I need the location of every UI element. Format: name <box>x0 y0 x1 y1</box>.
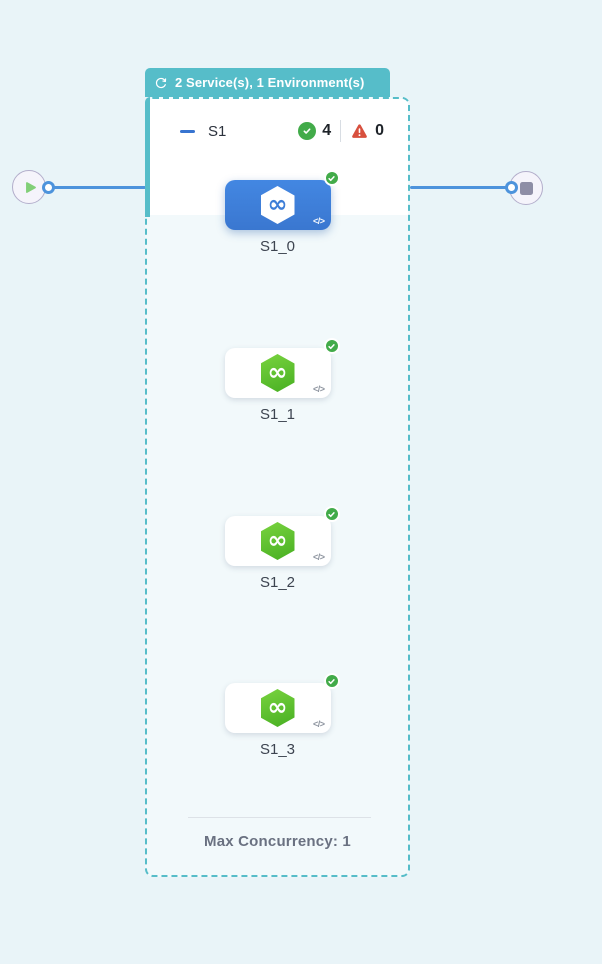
collapse-stage-toggle[interactable] <box>180 129 195 133</box>
infinity-glyph: ∞ <box>267 189 288 218</box>
count-divider <box>340 120 342 142</box>
max-concurrency-label: Max Concurrency: 1 <box>204 833 351 850</box>
stage-accent-bar <box>145 97 150 217</box>
stop-icon <box>519 181 533 195</box>
hexagon-infinity-icon: ∞ <box>260 689 295 727</box>
warning-triangle-icon <box>350 123 369 140</box>
stage-container: S1 4 0 ∞ <box>145 97 410 877</box>
step-label: S1_1 <box>259 406 296 423</box>
services-environments-badge[interactable]: 2 Service(s), 1 Environment(s) <box>145 68 390 97</box>
stage-name: S1 <box>208 122 227 140</box>
step-success-icon <box>323 338 340 354</box>
step-card-s1-2[interactable]: ∞ </> <box>224 506 340 566</box>
code-icon: </> <box>312 384 325 394</box>
step-success-icon <box>323 673 340 689</box>
hexagon-infinity-icon: ∞ <box>260 354 295 392</box>
services-environments-label: 2 Service(s), 1 Environment(s) <box>175 75 365 90</box>
code-icon: </> <box>312 719 325 729</box>
start-port-dot <box>42 181 55 194</box>
success-count: 4 <box>322 122 332 139</box>
step-success-icon <box>323 506 340 522</box>
pipeline-step: ∞ </> S1_1 <box>147 338 408 423</box>
code-icon: </> <box>312 552 325 562</box>
hexagon-infinity-icon: ∞ <box>260 186 295 224</box>
step-label: S1_2 <box>259 574 296 591</box>
step-label: S1_0 <box>259 238 296 255</box>
edge-stage-to-end <box>410 186 513 189</box>
edge-start-to-stage <box>47 186 146 189</box>
step-label: S1_3 <box>259 741 296 758</box>
end-port-dot <box>505 181 518 194</box>
step-card-s1-3[interactable]: ∞ </> <box>224 673 340 733</box>
start-node[interactable] <box>12 170 46 204</box>
pipeline-step: ∞ </> S1_0 <box>147 170 408 255</box>
footer-divider <box>188 817 371 818</box>
play-icon <box>24 181 37 194</box>
infinity-glyph: ∞ <box>267 357 288 386</box>
stage-title-row[interactable]: S1 4 0 <box>180 118 384 144</box>
step-success-icon <box>323 170 340 186</box>
error-count: 0 <box>375 122 384 139</box>
step-card-s1-0[interactable]: ∞ </> <box>224 170 340 230</box>
infinity-glyph: ∞ <box>267 525 288 554</box>
success-check-icon <box>298 122 317 140</box>
infinity-glyph: ∞ <box>267 692 288 721</box>
code-icon: </> <box>312 216 325 226</box>
loop-icon <box>154 76 168 90</box>
pipeline-step: ∞ </> S1_3 <box>147 673 408 758</box>
step-card-s1-1[interactable]: ∞ </> <box>224 338 340 398</box>
hexagon-infinity-icon: ∞ <box>260 522 295 560</box>
pipeline-step: ∞ </> S1_2 <box>147 506 408 591</box>
